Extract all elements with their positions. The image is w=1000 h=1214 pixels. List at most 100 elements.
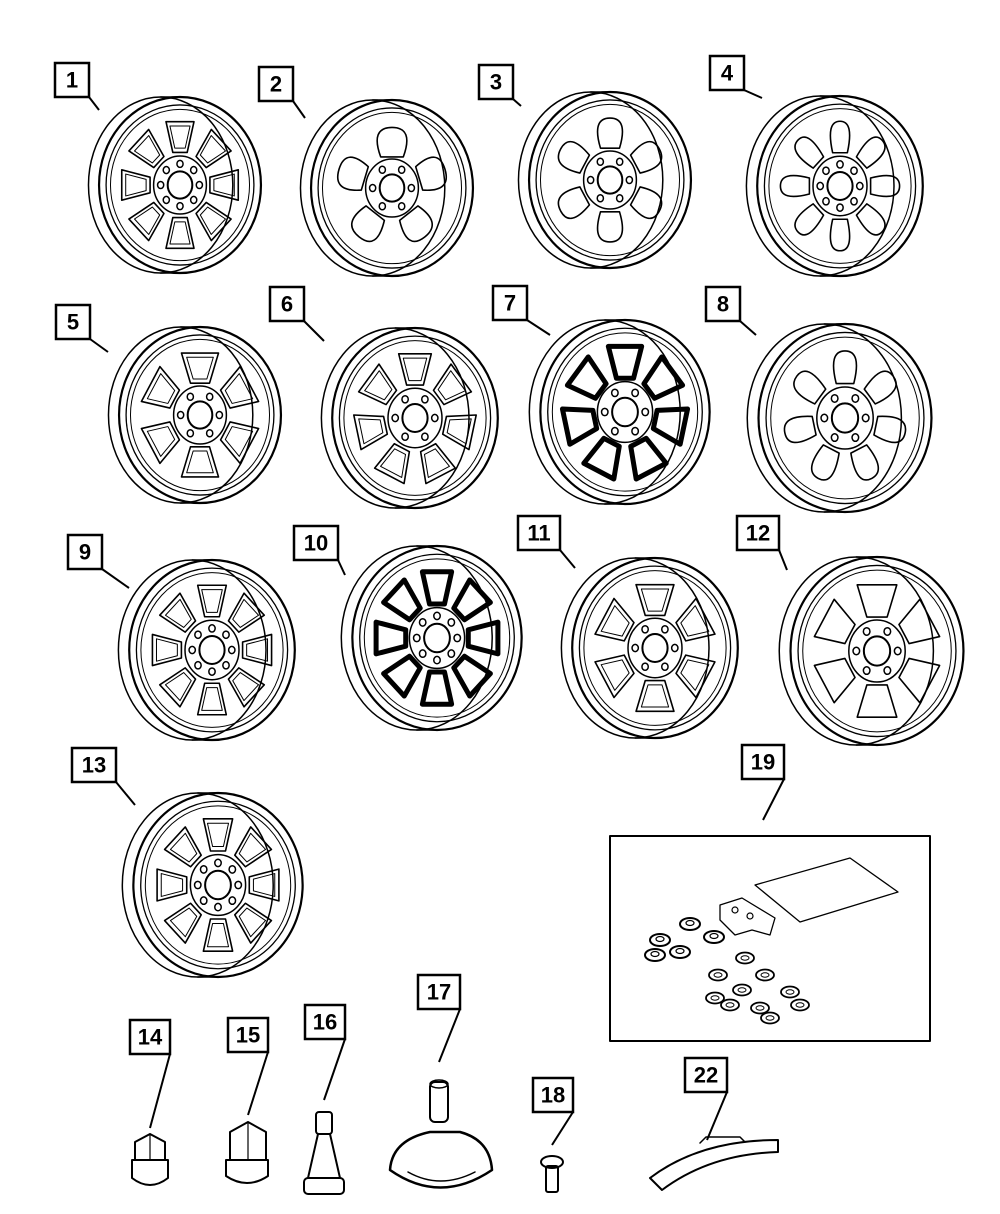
callout-9: 9 bbox=[66, 533, 130, 589]
callout-box-2 bbox=[257, 65, 295, 103]
callout-8: 8 bbox=[704, 285, 757, 336]
callout-label-3: 3 bbox=[490, 70, 502, 95]
wheel-9 bbox=[117, 558, 296, 742]
callout-box-18 bbox=[531, 1076, 575, 1114]
callout-box-16 bbox=[303, 1003, 347, 1041]
valve-stem-16 bbox=[303, 1111, 345, 1195]
callout-3: 3 bbox=[477, 63, 522, 107]
leader-line-9 bbox=[101, 568, 130, 589]
wheel-7 bbox=[528, 318, 711, 506]
leader-line-16 bbox=[323, 1038, 346, 1101]
leader-line-3 bbox=[512, 98, 522, 107]
callout-15: 15 bbox=[226, 1016, 270, 1116]
wheel-12 bbox=[778, 555, 965, 747]
callout-label-1: 1 bbox=[66, 68, 78, 93]
callout-label-14: 14 bbox=[138, 1025, 163, 1050]
leader-line-1 bbox=[88, 96, 100, 111]
callout-5: 5 bbox=[54, 303, 109, 353]
callout-22: 22 bbox=[683, 1056, 729, 1141]
leader-line-4 bbox=[743, 89, 763, 99]
wheel-8 bbox=[746, 322, 933, 514]
callout-19: 19 bbox=[740, 743, 786, 821]
callout-label-17: 17 bbox=[427, 980, 451, 1005]
callout-label-13: 13 bbox=[82, 753, 106, 778]
callout-box-3 bbox=[477, 63, 515, 101]
callout-box-17 bbox=[416, 973, 462, 1011]
wheel-11 bbox=[560, 556, 739, 740]
leader-line-7 bbox=[526, 319, 551, 336]
callout-label-10: 10 bbox=[304, 531, 328, 556]
callout-10: 10 bbox=[292, 524, 346, 576]
wheel-3 bbox=[517, 90, 693, 270]
callout-label-9: 9 bbox=[79, 540, 91, 565]
callout-label-2: 2 bbox=[270, 72, 282, 97]
wheel-13 bbox=[121, 791, 304, 979]
wheel-weight-22 bbox=[649, 1136, 779, 1191]
callout-label-11: 11 bbox=[527, 521, 550, 546]
leader-line-14 bbox=[149, 1053, 171, 1129]
leader-line-12 bbox=[778, 549, 788, 571]
leader-line-17 bbox=[438, 1008, 461, 1063]
callout-box-10 bbox=[292, 524, 340, 562]
lug-nut-15 bbox=[225, 1121, 269, 1184]
callout-label-22: 22 bbox=[694, 1063, 718, 1088]
leader-line-13 bbox=[115, 781, 136, 806]
callout-box-22 bbox=[683, 1056, 729, 1094]
callout-box-14 bbox=[128, 1018, 172, 1056]
leader-line-22 bbox=[706, 1091, 728, 1141]
callout-box-6 bbox=[268, 285, 306, 323]
wheel-4 bbox=[745, 94, 924, 278]
service-kit-19 bbox=[609, 835, 931, 1042]
callout-box-11 bbox=[516, 514, 562, 552]
callout-box-13 bbox=[70, 746, 118, 784]
callout-label-7: 7 bbox=[504, 291, 516, 316]
callout-18: 18 bbox=[531, 1076, 575, 1146]
callout-7: 7 bbox=[491, 284, 551, 336]
callout-6: 6 bbox=[268, 285, 325, 342]
callout-label-18: 18 bbox=[541, 1083, 565, 1108]
callout-2: 2 bbox=[257, 65, 306, 119]
leader-line-6 bbox=[303, 320, 325, 342]
wheel-5 bbox=[107, 325, 283, 505]
hardware-layer bbox=[131, 1079, 779, 1195]
callout-label-12: 12 bbox=[746, 521, 770, 546]
callout-label-4: 4 bbox=[721, 61, 734, 86]
callout-box-7 bbox=[491, 284, 529, 322]
callout-16: 16 bbox=[303, 1003, 347, 1101]
wheel-6 bbox=[320, 326, 499, 510]
callout-1: 1 bbox=[53, 61, 100, 111]
callout-box-19 bbox=[740, 743, 786, 781]
callout-13: 13 bbox=[70, 746, 136, 806]
callout-box-15 bbox=[226, 1016, 270, 1054]
lug-nut-14 bbox=[131, 1133, 169, 1186]
wheels-layer bbox=[87, 90, 965, 979]
callout-11: 11 bbox=[516, 514, 576, 569]
leader-line-10 bbox=[337, 559, 346, 576]
callout-label-16: 16 bbox=[313, 1010, 337, 1035]
tpms-sensor-17 bbox=[388, 1079, 494, 1189]
wheel-10 bbox=[340, 544, 523, 732]
callout-4: 4 bbox=[708, 54, 763, 99]
screw-18 bbox=[540, 1155, 564, 1193]
leader-line-11 bbox=[559, 549, 576, 569]
leader-line-2 bbox=[292, 100, 306, 119]
callout-label-15: 15 bbox=[236, 1023, 260, 1048]
wheel-2 bbox=[299, 98, 475, 278]
callout-label-6: 6 bbox=[281, 292, 293, 317]
callout-box-12 bbox=[735, 514, 781, 552]
leader-line-18 bbox=[551, 1111, 574, 1146]
callout-label-8: 8 bbox=[717, 292, 729, 317]
callout-14: 14 bbox=[128, 1018, 172, 1129]
leader-line-5 bbox=[89, 338, 109, 353]
leader-line-19 bbox=[762, 778, 785, 821]
callout-box-4 bbox=[708, 54, 746, 92]
callout-12: 12 bbox=[735, 514, 788, 571]
callout-label-19: 19 bbox=[751, 750, 775, 775]
leader-line-15 bbox=[247, 1051, 269, 1116]
callout-box-8 bbox=[704, 285, 742, 323]
wheel-1 bbox=[87, 95, 263, 275]
callout-box-1 bbox=[53, 61, 91, 99]
callout-box-5 bbox=[54, 303, 92, 341]
